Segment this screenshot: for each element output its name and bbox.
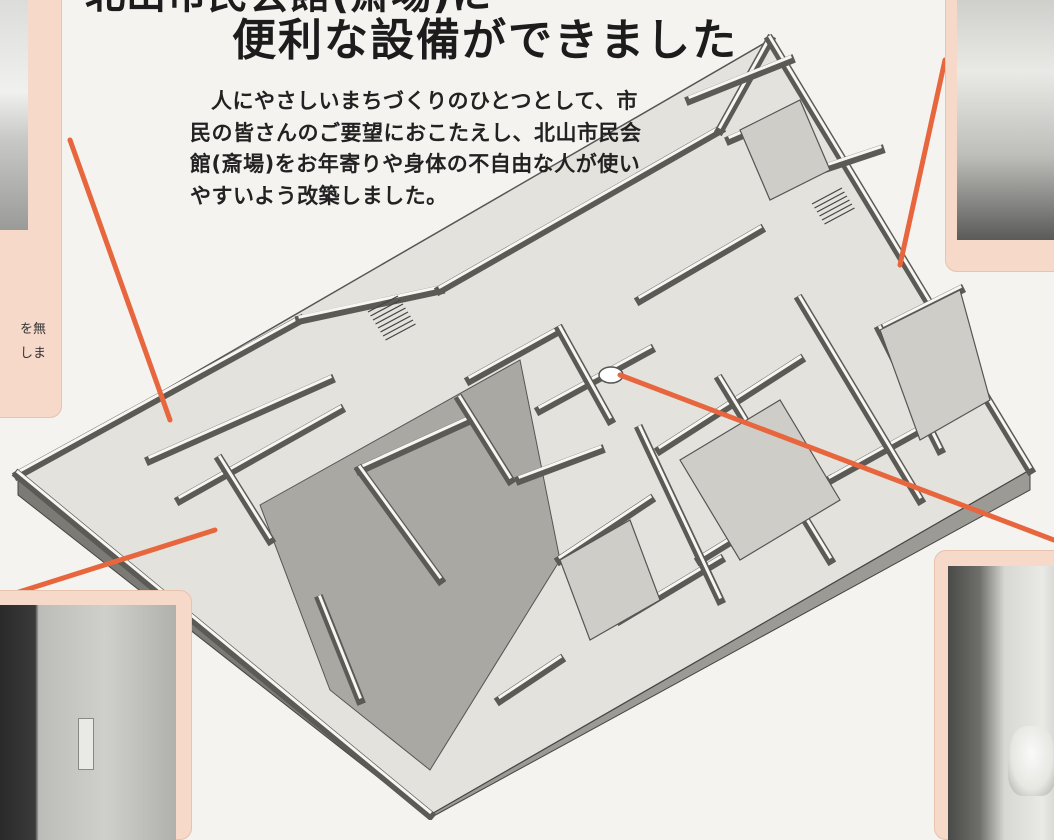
staircase-left-step-6 bbox=[380, 315, 411, 333]
callout-line-3 bbox=[897, 57, 948, 268]
wall-6 bbox=[11, 468, 437, 820]
wall-top-32 bbox=[497, 654, 563, 700]
wall-top-3 bbox=[437, 124, 723, 290]
wall-top-12 bbox=[537, 344, 653, 410]
callout-line-4 bbox=[617, 372, 1054, 543]
wall-top-9 bbox=[358, 415, 472, 469]
staircase-left-step-3 bbox=[372, 303, 404, 321]
wall-top-2 bbox=[298, 285, 442, 319]
wall-top-17 bbox=[877, 284, 963, 330]
wall-top-31 bbox=[318, 595, 362, 699]
intro-paragraph: 人にやさしいまちづくりのひとつとして、市民の皆さんのご要望におこたえし、北山市民… bbox=[190, 89, 642, 208]
photo-caption-top-left: を無 しま bbox=[20, 322, 47, 361]
staircase-right-step-6 bbox=[824, 207, 855, 225]
wall-top-22 bbox=[638, 425, 722, 599]
room-1 bbox=[679, 399, 841, 561]
wall-32 bbox=[493, 653, 567, 707]
wall-top-11 bbox=[467, 324, 563, 380]
staircase-right-step-2 bbox=[814, 191, 845, 209]
staircase-left-step-7 bbox=[382, 319, 414, 337]
wall-20 bbox=[553, 493, 657, 567]
page-title-line-1: 北山市民会館(斎場)に bbox=[85, 0, 805, 18]
elevator-button-icon bbox=[78, 718, 94, 770]
wall-7 bbox=[144, 374, 336, 466]
wall-top-8 bbox=[177, 404, 343, 500]
wall-top-6 bbox=[15, 469, 433, 815]
wall-24 bbox=[793, 293, 927, 507]
wall-9 bbox=[354, 414, 476, 476]
photo-accessible-toilet bbox=[948, 566, 1054, 840]
photo-card-entrance-ramp bbox=[0, 0, 62, 418]
wall-25 bbox=[684, 54, 796, 106]
wall-top-19 bbox=[518, 445, 602, 479]
photo-card-interior bbox=[945, 0, 1054, 272]
photo-entrance-ramp bbox=[0, 0, 28, 230]
staircase-right-step-4 bbox=[819, 199, 850, 217]
photo-interior bbox=[957, 0, 1054, 240]
wall-top-7 bbox=[148, 375, 332, 459]
wall-29 bbox=[453, 393, 517, 487]
main-hall-floor bbox=[259, 359, 561, 771]
wall-11 bbox=[463, 323, 567, 387]
floor-plan-diagram bbox=[0, 33, 1054, 820]
room-3 bbox=[559, 519, 661, 641]
staircase-left-step-5 bbox=[377, 311, 409, 329]
wall-3 bbox=[433, 123, 727, 297]
toilet-icon bbox=[1008, 726, 1054, 796]
photo-card-accessible-toilet bbox=[934, 550, 1054, 840]
staircase-left-step-1 bbox=[367, 295, 399, 313]
wall-top-24 bbox=[797, 294, 923, 500]
wall-top-16 bbox=[827, 424, 923, 480]
wall-13 bbox=[633, 223, 767, 307]
room-4 bbox=[739, 99, 831, 201]
wall-19 bbox=[514, 444, 606, 486]
wall-top-29 bbox=[457, 394, 513, 480]
wall-16 bbox=[823, 423, 927, 487]
callout-line-1 bbox=[67, 137, 173, 423]
staircase-left-step-2 bbox=[370, 299, 401, 317]
staircase-right-step-1 bbox=[811, 187, 843, 205]
page-title-line-2: 便利な設備ができました bbox=[232, 15, 738, 66]
staircase-right-step-3 bbox=[816, 195, 848, 213]
wall-top-13 bbox=[637, 224, 763, 300]
wall-14 bbox=[653, 353, 807, 457]
wall-top-20 bbox=[557, 494, 653, 560]
callout-line-2 bbox=[0, 527, 218, 601]
staircase-right-step-5 bbox=[821, 203, 853, 221]
photo-card-elevator bbox=[0, 590, 192, 840]
wall-1 bbox=[11, 313, 307, 482]
wall-top-10 bbox=[357, 464, 443, 580]
wall-top-30 bbox=[217, 454, 273, 540]
wall-12 bbox=[533, 343, 657, 417]
staircase-left-step-8 bbox=[385, 323, 416, 341]
wall-10 bbox=[353, 463, 447, 587]
room-2 bbox=[879, 289, 991, 441]
wall-top-28 bbox=[557, 324, 613, 420]
wall-8 bbox=[173, 403, 347, 507]
staircase-left-step-4 bbox=[375, 307, 406, 325]
photo-elevator bbox=[0, 605, 176, 840]
wall-top-25 bbox=[688, 55, 792, 99]
wall-2 bbox=[294, 284, 446, 326]
wall-30 bbox=[213, 453, 277, 547]
